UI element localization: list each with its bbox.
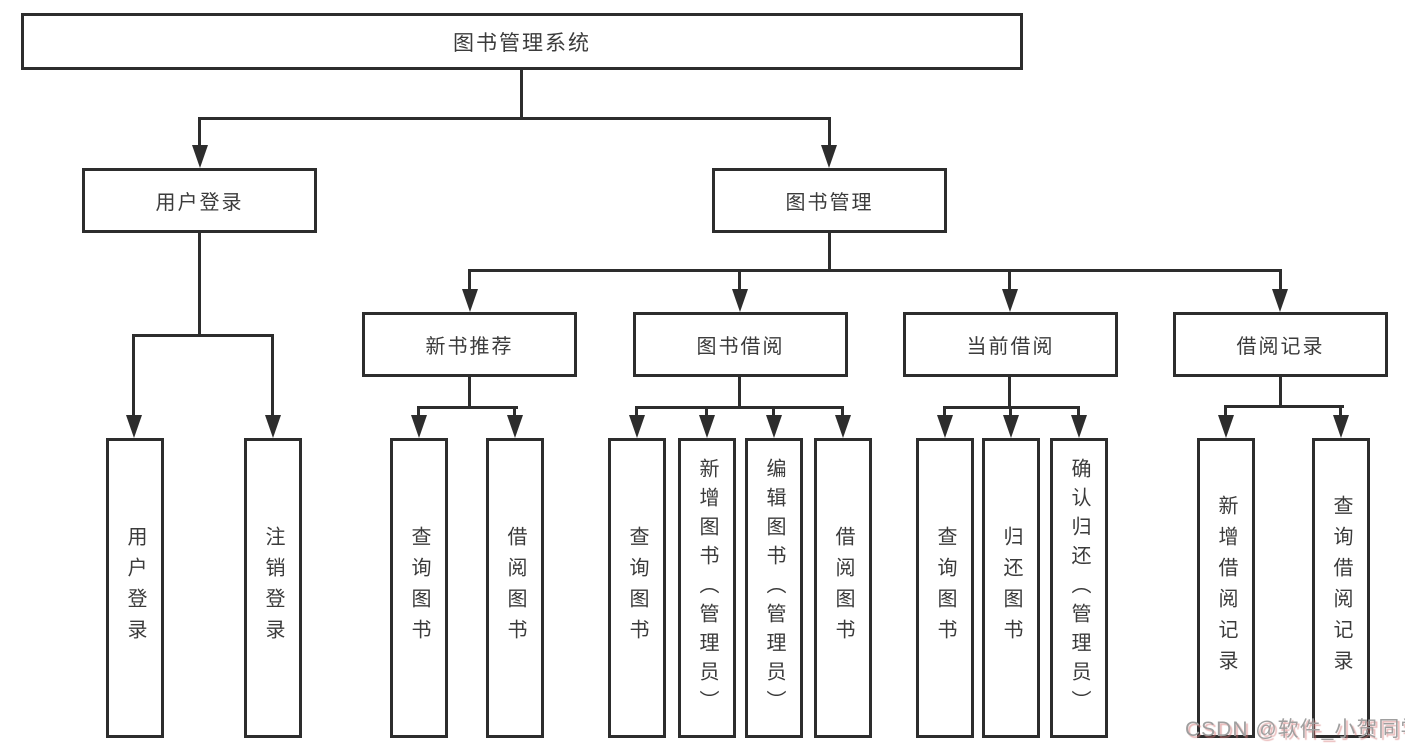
leaf-user-login: 用户登录 [106,438,164,738]
connector-root-branch [198,117,831,120]
connector-book-mgmt-branch [468,269,1282,272]
connector-root-stem [520,70,523,120]
leaf-logout-label: 注销登录 [262,526,284,650]
connector-leaf-drop [772,406,775,417]
connector-leaf-drop [271,334,274,417]
arrow-down-icon [507,415,523,438]
connector-l3-drop [1279,269,1282,293]
leaf-br-add-record-label: 新增借阅记录 [1215,495,1237,681]
leaf-cb-query-book: 查询图书 [916,438,974,738]
node-book-management: 图书管理 [712,168,947,233]
connector-l3-drop [738,269,741,293]
connector-leaf-drop [635,406,638,417]
leaf-bb-edit-book-admin: 编辑图书（管理员） [745,438,803,738]
arrow-down-icon [937,415,953,438]
node-user-login: 用户登录 [82,168,317,233]
connector-leaf-drop [705,406,708,417]
connector-user-login-branch [132,334,274,337]
connector-leaf-drop [1339,405,1342,417]
leaf-nbr-query-book: 查询图书 [390,438,448,738]
leaf-bb-query-book-label: 查询图书 [626,526,648,650]
arrow-down-icon [265,415,281,438]
connector-book-mgmt-drop [828,117,831,147]
connector-br-stem [1279,377,1282,407]
arrow-down-icon [1071,415,1087,438]
leaf-br-query-record-label: 查询借阅记录 [1330,495,1352,681]
leaf-bb-edit-book-admin-label: 编辑图书（管理员） [763,457,785,719]
node-current-borrow: 当前借阅 [903,312,1118,377]
leaf-cb-query-book-label: 查询图书 [934,526,956,650]
leaf-logout: 注销登录 [244,438,302,738]
connector-bb-branch [635,406,844,409]
arrow-down-icon [1333,415,1349,438]
leaf-cb-return-book: 归还图书 [982,438,1040,738]
leaf-cb-return-book-label: 归还图书 [1000,526,1022,650]
leaf-bb-add-book-admin: 新增图书（管理员） [678,438,736,738]
arrow-down-icon [1218,415,1234,438]
node-book-borrow-label: 图书借阅 [696,336,785,358]
connector-l3-drop [468,269,471,293]
connector-leaf-drop [1077,406,1080,417]
node-book-borrow: 图书借阅 [633,312,848,377]
leaf-bb-query-book: 查询图书 [608,438,666,738]
leaf-nbr-query-book-label: 查询图书 [408,526,430,650]
connector-leaf-drop [1009,406,1012,417]
arrow-down-icon [766,415,782,438]
connector-book-mgmt-stem [828,233,831,271]
leaf-br-query-record: 查询借阅记录 [1312,438,1370,738]
node-new-book-recommend-label: 新书推荐 [425,336,514,358]
node-borrow-records: 借阅记录 [1173,312,1388,377]
connector-leaf-drop [943,406,946,417]
node-root-label: 图书管理系统 [453,31,591,55]
leaf-cb-confirm-return-admin: 确认归还（管理员） [1050,438,1108,738]
connector-nbr-branch [417,406,518,409]
connector-nbr-stem [468,377,471,408]
connector-leaf-drop [417,406,420,417]
arrow-down-icon [192,145,208,168]
arrow-down-icon [1003,415,1019,438]
node-book-management-label: 图书管理 [785,192,874,214]
leaf-cb-confirm-return-admin-label: 确认归还（管理员） [1068,457,1090,719]
node-root: 图书管理系统 [21,13,1023,70]
connector-leaf-drop [513,406,516,417]
connector-user-login-drop [198,117,201,147]
leaf-nbr-borrow-book-label: 借阅图书 [504,526,526,650]
connector-br-branch [1224,405,1344,408]
leaf-user-login-label: 用户登录 [124,526,146,650]
arrow-down-icon [1272,289,1288,312]
arrow-down-icon [629,415,645,438]
connector-cb-stem [1008,377,1011,408]
leaf-nbr-borrow-book: 借阅图书 [486,438,544,738]
csdn-watermark: CSDN @软件_小贺同学 [1185,718,1405,741]
connector-user-login-stem [198,233,201,336]
arrow-down-icon [699,415,715,438]
arrow-down-icon [732,289,748,312]
arrow-down-icon [821,145,837,168]
leaf-br-add-record: 新增借阅记录 [1197,438,1255,738]
node-user-login-label: 用户登录 [155,192,244,214]
connector-l3-drop [1008,269,1011,293]
arrow-down-icon [1002,289,1018,312]
connector-bb-stem [738,377,741,408]
arrow-down-icon [411,415,427,438]
connector-leaf-drop [132,334,135,417]
arrow-down-icon [462,289,478,312]
arrow-down-icon [126,415,142,438]
leaf-bb-borrow-book: 借阅图书 [814,438,872,738]
node-new-book-recommend: 新书推荐 [362,312,577,377]
arrow-down-icon [835,415,851,438]
leaf-bb-add-book-admin-label: 新增图书（管理员） [696,457,718,719]
connector-leaf-drop [1224,405,1227,417]
node-current-borrow-label: 当前借阅 [966,336,1055,358]
connector-leaf-drop [841,406,844,417]
leaf-bb-borrow-book-label: 借阅图书 [832,526,854,650]
node-borrow-records-label: 借阅记录 [1236,336,1325,358]
